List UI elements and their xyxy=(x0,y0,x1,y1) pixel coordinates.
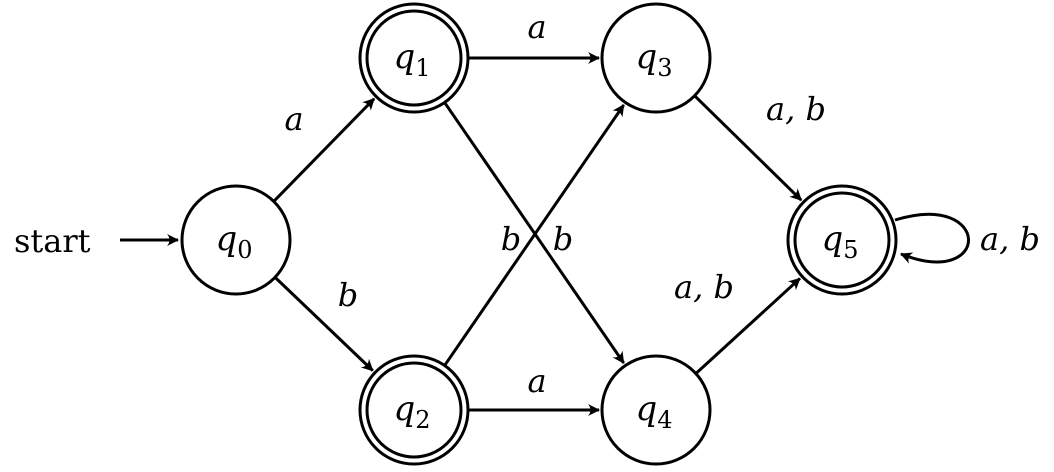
edge-q2-q3 xyxy=(443,104,625,366)
edge-q3-q5 xyxy=(694,95,803,202)
state-circle xyxy=(180,184,292,296)
edge-label-q2-q4: a xyxy=(527,362,546,400)
edge-q4-q5 xyxy=(695,277,801,375)
state-label: q2 xyxy=(393,389,430,434)
state-q0: q0 xyxy=(180,184,292,296)
edge-q0-q1 xyxy=(273,97,376,202)
start-label: start xyxy=(14,222,91,260)
state-label: q1 xyxy=(393,37,430,82)
state-q2: q2 xyxy=(358,354,470,466)
edge-label-q2-q3: b xyxy=(501,220,521,258)
state-q1: q1 xyxy=(358,2,470,114)
state-circle xyxy=(786,184,898,296)
edge-label-q1-q4: b xyxy=(553,220,573,258)
state-label: q0 xyxy=(215,219,252,264)
state-q5: q5 xyxy=(786,184,898,296)
edge-label-q4-q5: a, b xyxy=(674,268,734,306)
edge-label-q5-q5: a, b xyxy=(980,220,1040,258)
edge-label-q0-q1: a xyxy=(284,100,303,138)
accepting-ring xyxy=(793,191,891,289)
state-label: q3 xyxy=(635,37,672,82)
edge-label-q3-q5: a, b xyxy=(766,90,826,128)
edge-label-q1-q3: a xyxy=(527,8,546,46)
accepting-ring xyxy=(365,9,463,107)
self-loop-q5 xyxy=(894,212,970,264)
accepting-ring xyxy=(365,361,463,459)
state-circle xyxy=(358,2,470,114)
state-circle xyxy=(600,2,712,114)
edge-label-q0-q2: b xyxy=(338,276,358,314)
state-label: q4 xyxy=(635,389,672,434)
state-circle xyxy=(600,354,712,466)
state-circle xyxy=(358,354,470,466)
state-q3: q3 xyxy=(600,2,712,114)
edge-q0-q2 xyxy=(274,276,374,372)
state-label: q5 xyxy=(821,219,858,264)
state-q4: q4 xyxy=(600,354,712,466)
